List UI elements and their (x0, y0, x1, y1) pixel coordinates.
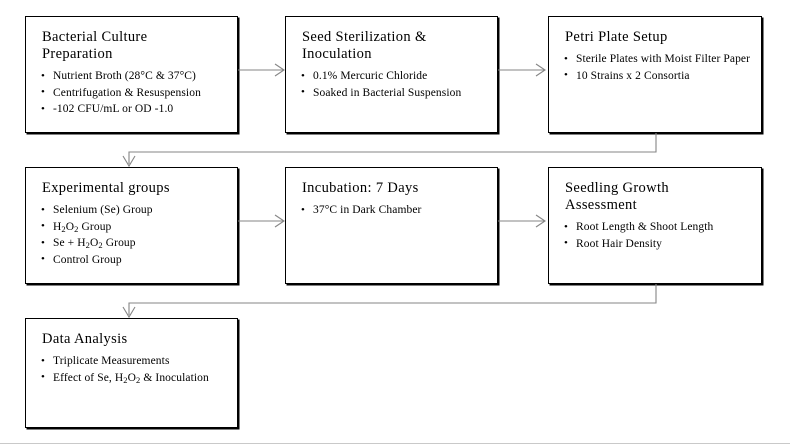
node-title: Incubation: 7 Days (302, 180, 419, 196)
node-experimental-groups[interactable]: Experimental groups Selenium (Se) Group … (25, 167, 238, 284)
node-title: Seed Sterilization & Inoculation (302, 29, 427, 62)
list-item: Nutrient Broth (28°C & 37°C) (38, 69, 227, 85)
list-item-label: Effect of Se, H2O2 & Inoculation (53, 371, 209, 385)
list-item: Triplicate Measurements (38, 354, 227, 370)
list-item: Control Group (38, 252, 227, 269)
connector-experimental-groups-to-incubation (238, 214, 285, 228)
node-bullet-list: 0.1% Mercuric Chloride Soaked in Bacteri… (298, 69, 487, 101)
connector-sterilization-to-petri (498, 63, 546, 77)
list-item: 0.1% Mercuric Chloride (298, 69, 487, 85)
list-item-label: Se + H2O2 Group (53, 237, 136, 250)
node-title: Petri Plate Setup (565, 29, 668, 45)
list-item-label: H2O2 Group (53, 220, 112, 234)
list-item: 37°C in Dark Chamber (298, 203, 487, 219)
list-item: Effect of Se, H2O2 & Inoculation (38, 370, 227, 387)
node-title: Data Analysis (42, 331, 128, 347)
list-item: 10 Strains x 2 Consortia (561, 68, 751, 85)
list-item: -102 CFU/mL or OD -1.0 (38, 102, 227, 118)
list-item: Soaked in Bacterial Suspension (298, 85, 487, 102)
node-data-analysis[interactable]: Data Analysis Triplicate Measurements Ef… (25, 318, 238, 428)
connector-petri-to-experimental-groups (122, 133, 657, 168)
connector-incubation-to-seedling (498, 214, 546, 228)
node-petri-plate-setup[interactable]: Petri Plate Setup Sterile Plates with Mo… (548, 16, 762, 133)
connector-seedling-to-data-analysis (122, 284, 657, 319)
node-bullet-list: Selenium (Se) Group H2O2 Group Se + H2O2… (38, 203, 227, 268)
node-seed-sterilization-inoculation[interactable]: Seed Sterilization & Inoculation 0.1% Me… (285, 16, 498, 133)
list-item: Se + H2O2 Group (38, 236, 227, 252)
node-title: Seedling Growth Assessment (565, 180, 669, 213)
list-item: H2O2 Group (38, 219, 227, 236)
list-item: Selenium (Se) Group (38, 203, 227, 219)
list-item: Sterile Plates with Moist Filter Paper (561, 52, 751, 68)
page-bottom-rule (0, 443, 790, 444)
node-seedling-growth-assessment[interactable]: Seedling Growth Assessment Root Length &… (548, 167, 762, 284)
node-bullet-list: 37°C in Dark Chamber (298, 203, 487, 219)
node-bullet-list: Nutrient Broth (28°C & 37°C) Centrifugat… (38, 69, 227, 118)
list-item: Root Length & Shoot Length (561, 220, 751, 236)
node-bullet-list: Triplicate Measurements Effect of Se, H2… (38, 354, 227, 386)
node-title: Bacterial Culture Preparation (42, 29, 148, 62)
node-bullet-list: Root Length & Shoot Length Root Hair Den… (561, 220, 751, 252)
list-item: Root Hair Density (561, 236, 751, 253)
node-bullet-list: Sterile Plates with Moist Filter Paper 1… (561, 52, 751, 84)
list-item: Centrifugation & Resuspension (38, 85, 227, 102)
node-incubation-7-days[interactable]: Incubation: 7 Days 37°C in Dark Chamber (285, 167, 498, 284)
node-title: Experimental groups (42, 180, 170, 196)
connector-culture-to-sterilization (238, 63, 285, 77)
node-bacterial-culture-preparation[interactable]: Bacterial Culture Preparation Nutrient B… (25, 16, 238, 133)
